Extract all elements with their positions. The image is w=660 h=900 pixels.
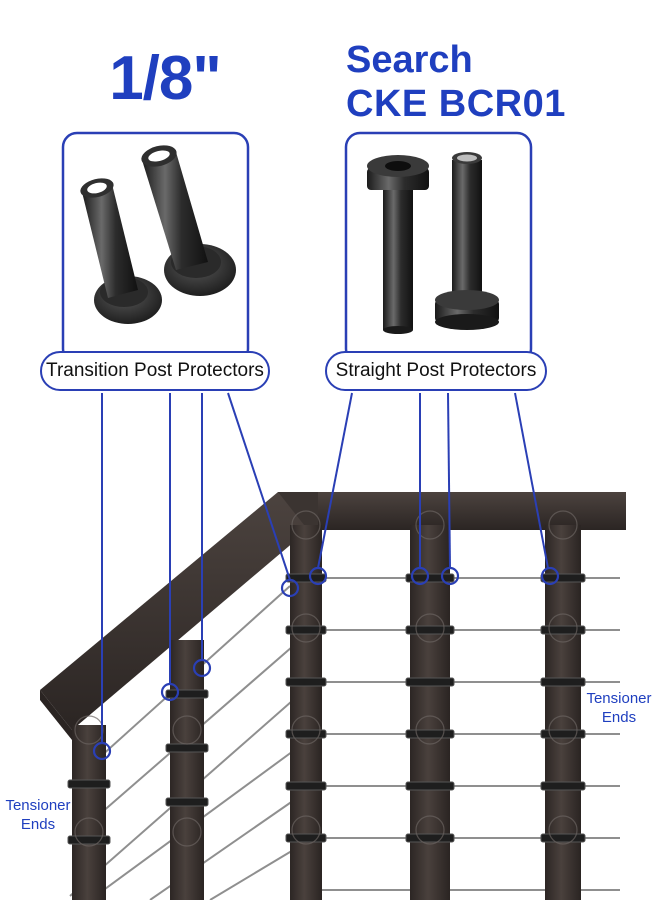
- straight-protector-1: [367, 155, 429, 334]
- transition-label-text: Transition Post Protectors: [46, 360, 264, 381]
- search-model-number: CKE BCR01: [346, 83, 566, 125]
- size-title: 1/8": [109, 44, 222, 113]
- tensioner-right-line1: Tensioner: [586, 690, 652, 707]
- straight-post-protectors-label: Straight Post Protectors: [325, 351, 547, 391]
- transition-post-protectors-label: Transition Post Protectors: [40, 351, 270, 391]
- straight-product-box: [344, 131, 533, 365]
- top-rail: [40, 492, 626, 740]
- tensioner-left-line1: Tensioner: [5, 797, 71, 814]
- tensioner-left-line2: Ends: [20, 816, 56, 833]
- transition-protector-1: [80, 178, 162, 324]
- search-heading: Search: [346, 39, 473, 81]
- tensioner-right-line2: Ends: [601, 709, 637, 726]
- leader-lines: [101, 392, 549, 744]
- tensioner-ends-right-label: Tensioner Ends: [583, 689, 655, 727]
- tensioner-ends-left-label: Tensioner Ends: [0, 796, 76, 834]
- transition-product-box: [61, 131, 250, 365]
- watermark-logos: [74, 510, 578, 847]
- transition-protector-2: [141, 145, 236, 296]
- straight-label-text: Straight Post Protectors: [335, 360, 537, 381]
- straight-protector-2: [435, 152, 499, 330]
- callout-circles: [92, 566, 560, 761]
